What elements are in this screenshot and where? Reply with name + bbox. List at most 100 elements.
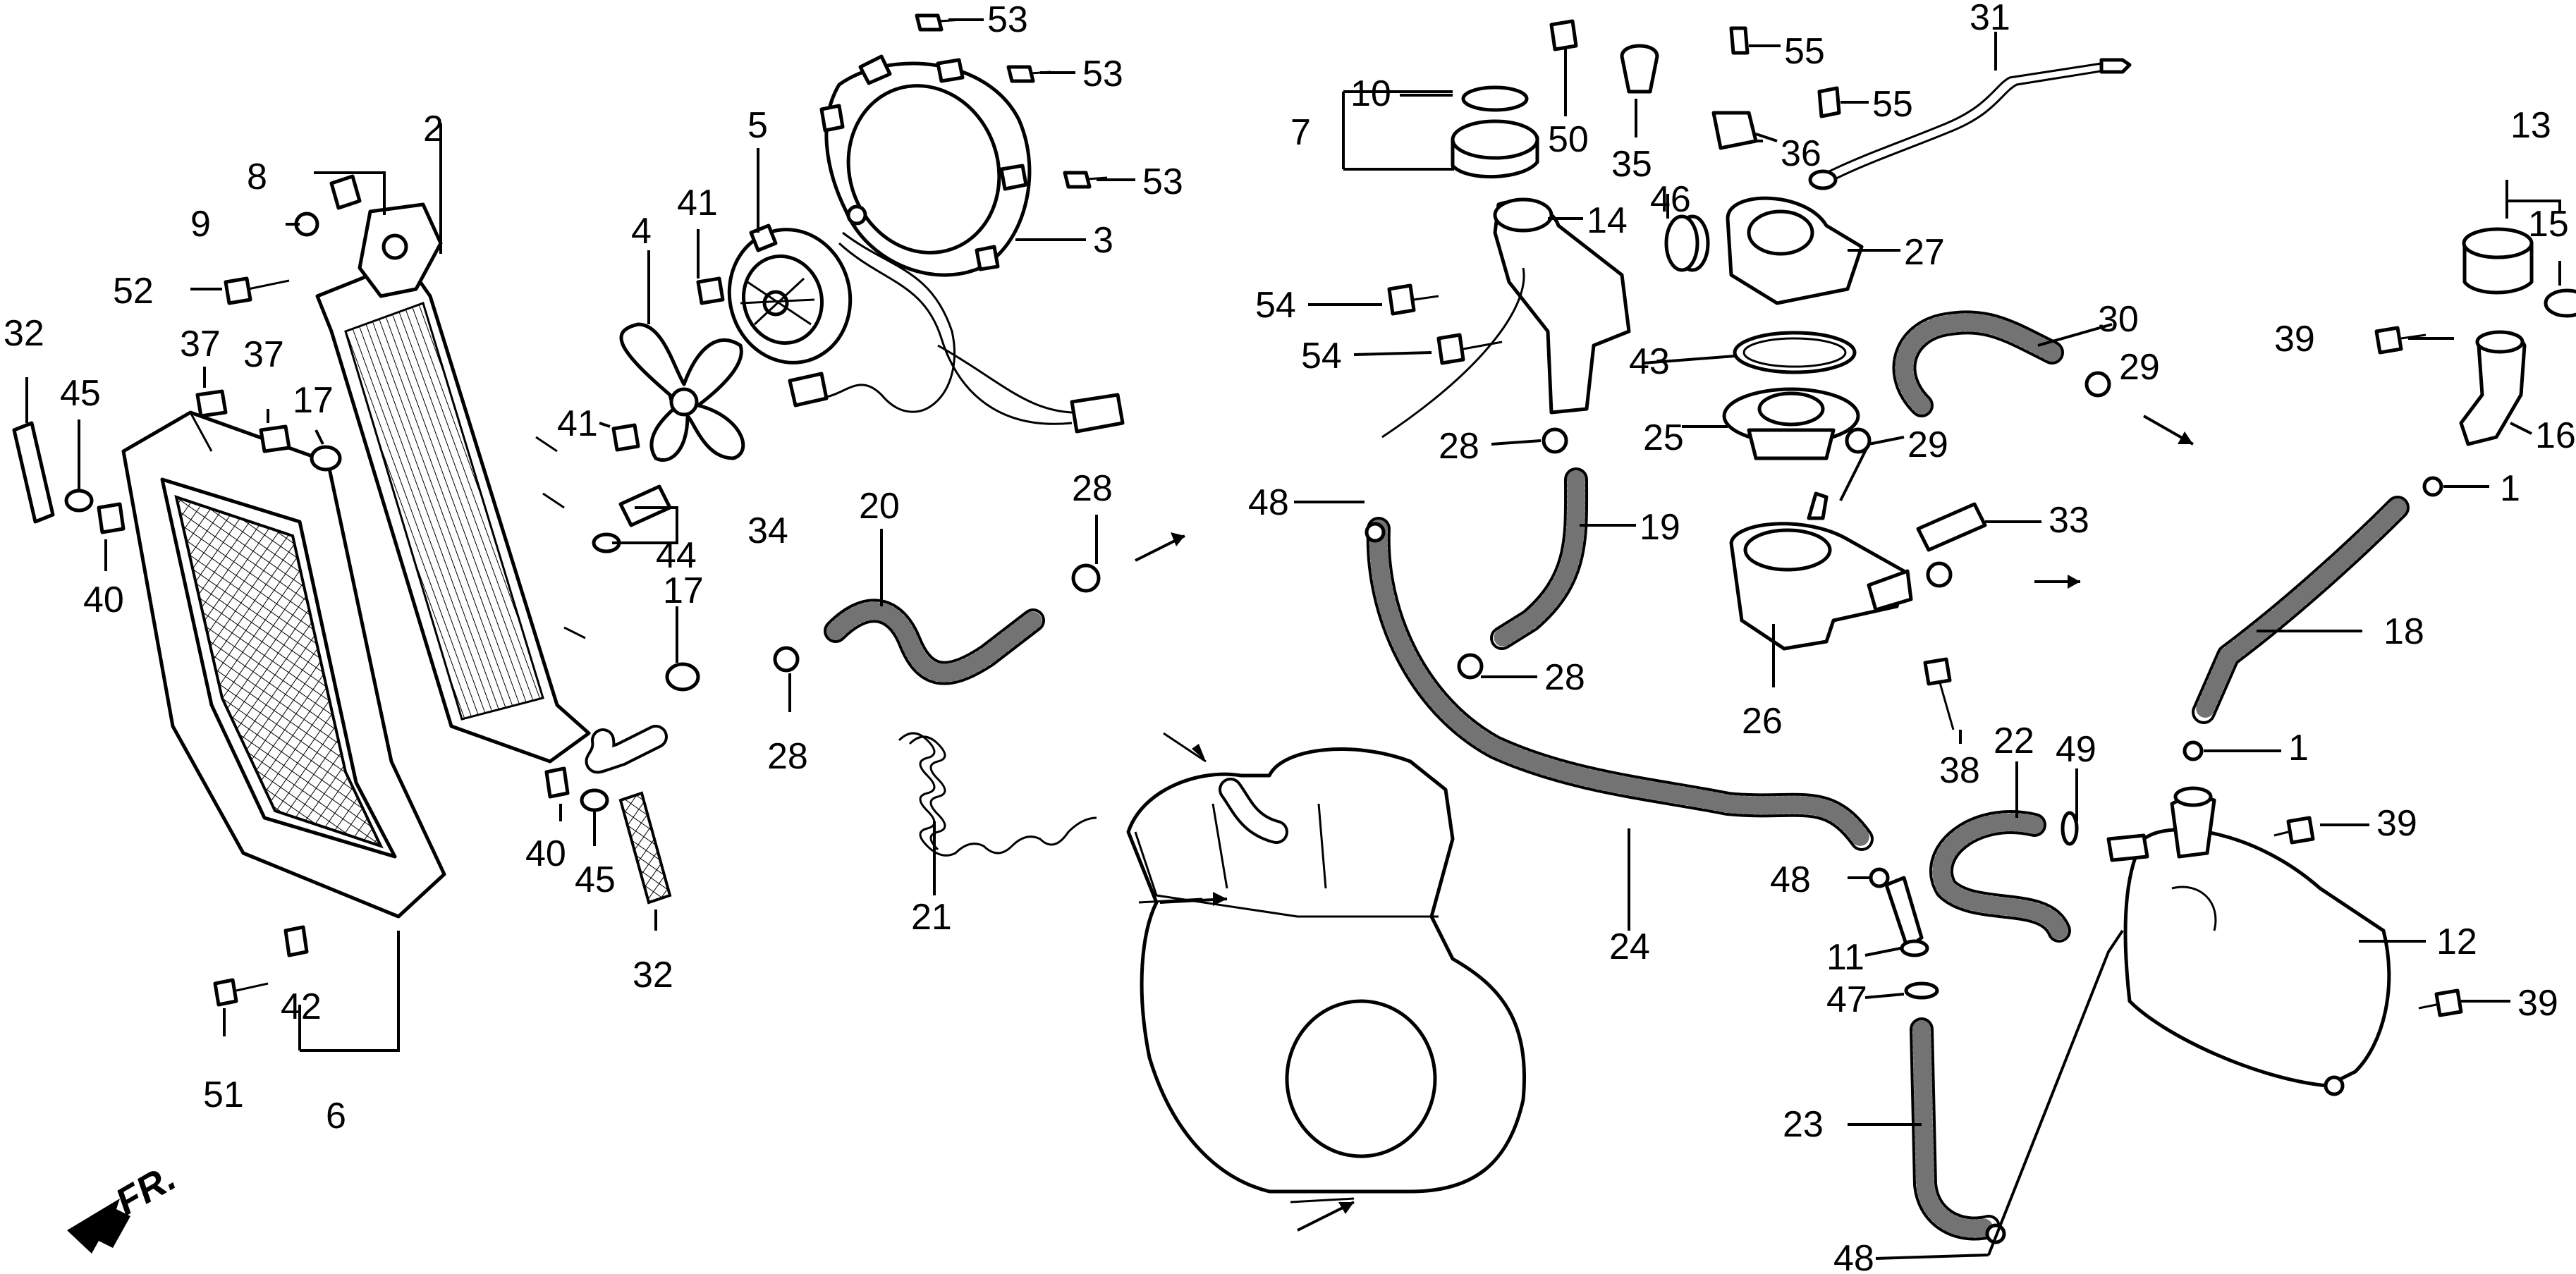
radiator [315, 202, 668, 774]
callout-41: 41 [677, 183, 718, 223]
callout-4: 4 [631, 211, 652, 252]
callout-40: 40 [83, 580, 124, 620]
reserve-tank-cap [2462, 227, 2576, 318]
callout-53: 53 [1142, 161, 1183, 202]
callout-43: 43 [1629, 341, 1670, 382]
callout-39: 39 [2376, 803, 2417, 844]
leader-lines [25, 18, 2561, 1260]
callout-33: 33 [2049, 500, 2089, 541]
callout-37: 37 [180, 324, 221, 365]
callout-25: 25 [1643, 417, 1684, 458]
callout-6: 6 [326, 1096, 346, 1137]
thermostat-housing [1729, 491, 1913, 651]
callout-41: 41 [557, 403, 598, 444]
callout-40: 40 [525, 833, 566, 874]
thermostat-seal [1733, 331, 1857, 374]
callout-49: 49 [2056, 729, 2096, 770]
filler-neck-cap [1451, 85, 1539, 178]
callout-55: 55 [1872, 84, 1913, 125]
thermostat [1722, 387, 1860, 460]
callout-45: 45 [60, 373, 101, 414]
water-hose-20 [824, 599, 1045, 685]
callout-20: 20 [859, 486, 900, 527]
callout-21: 21 [911, 897, 952, 938]
callout-34: 34 [747, 510, 788, 551]
callout-53: 53 [1082, 54, 1123, 94]
water-pipe-31 [1808, 58, 2132, 190]
fan-motor [727, 204, 1125, 434]
callout-12: 12 [2436, 921, 2477, 962]
callout-10: 10 [1350, 73, 1391, 114]
callout-50: 50 [1548, 119, 1589, 160]
callout-54: 54 [1255, 285, 1296, 326]
callout-44: 44 [656, 535, 697, 576]
filler-neck-16 [2459, 330, 2527, 446]
callout-28: 28 [1072, 468, 1113, 509]
water-pipe-hose-30 [1892, 310, 2064, 417]
callout-55: 55 [1784, 31, 1825, 72]
thermostat-cover [1675, 196, 1864, 305]
callout-2: 2 [423, 109, 444, 149]
callout-29: 29 [2119, 347, 2160, 388]
front-direction-marker: FR. [67, 1156, 183, 1254]
callout-48: 48 [1833, 1238, 1874, 1274]
callout-54: 54 [1301, 336, 1342, 376]
callout-53: 53 [987, 0, 1028, 40]
hose-spring-21 [898, 732, 1097, 857]
callout-27: 27 [1904, 232, 1945, 273]
callout-7: 7 [1290, 112, 1311, 153]
callout-29: 29 [1907, 424, 1948, 465]
callout-16: 16 [2535, 415, 2576, 456]
callout-28: 28 [767, 736, 808, 777]
callout-23: 23 [1783, 1104, 1824, 1145]
callout-28: 28 [1544, 657, 1585, 698]
callout-3: 3 [1093, 220, 1113, 261]
callout-31: 31 [1970, 0, 2010, 38]
callout-26: 26 [1742, 701, 1783, 742]
callout-37: 37 [243, 334, 284, 375]
callout-17: 17 [663, 570, 704, 611]
engine-outline [1126, 732, 1526, 1203]
water-hose-19 [1490, 467, 1589, 650]
callout-8: 8 [247, 157, 267, 197]
callout-36: 36 [1781, 133, 1821, 174]
callout-38: 38 [1939, 750, 1980, 791]
callout-32: 32 [4, 313, 44, 354]
callout-48: 48 [1248, 482, 1289, 523]
overflow-tube-joint-11 [1884, 876, 1929, 957]
coolant-filler-neck [1381, 197, 1631, 439]
callout-42: 42 [281, 986, 322, 1027]
siphon-tube-23 [1910, 1017, 2001, 1241]
callout-11: 11 [1826, 937, 1864, 978]
radiator-shroud [121, 410, 446, 919]
callout-1: 1 [2288, 728, 2309, 768]
water-hose-24 [1366, 517, 1874, 851]
callout-51: 51 [203, 1074, 244, 1115]
callout-46: 46 [1650, 179, 1691, 220]
callout-35: 35 [1611, 144, 1652, 185]
callout-30: 30 [2098, 299, 2139, 340]
callout-18: 18 [2383, 611, 2424, 652]
callout-9: 9 [190, 204, 211, 245]
bolt-parts [12, 13, 2463, 1244]
callout-14: 14 [1587, 200, 1628, 241]
callout-24: 24 [1609, 926, 1650, 967]
callout-22: 22 [1994, 721, 2034, 761]
callout-39: 39 [2517, 983, 2558, 1024]
callout-45: 45 [575, 859, 616, 900]
reserve-tank [2106, 786, 2391, 1096]
callout-5: 5 [747, 105, 768, 146]
callout-19: 19 [1640, 507, 1680, 548]
callout-1: 1 [2500, 468, 2520, 509]
callout-28: 28 [1439, 426, 1479, 467]
callout-13: 13 [2510, 105, 2551, 146]
callout-labels: 1 1 2 3 4 5 6 7 8 9 10 11 12 13 14 15 16… [4, 0, 2576, 1274]
callout-39: 39 [2274, 319, 2315, 360]
fan-shroud [819, 54, 1032, 277]
callout-15: 15 [2528, 204, 2569, 245]
overflow-tube-22 [1929, 810, 2071, 943]
callout-17: 17 [293, 380, 334, 421]
fan-blade [619, 322, 745, 462]
callout-48: 48 [1770, 859, 1811, 900]
